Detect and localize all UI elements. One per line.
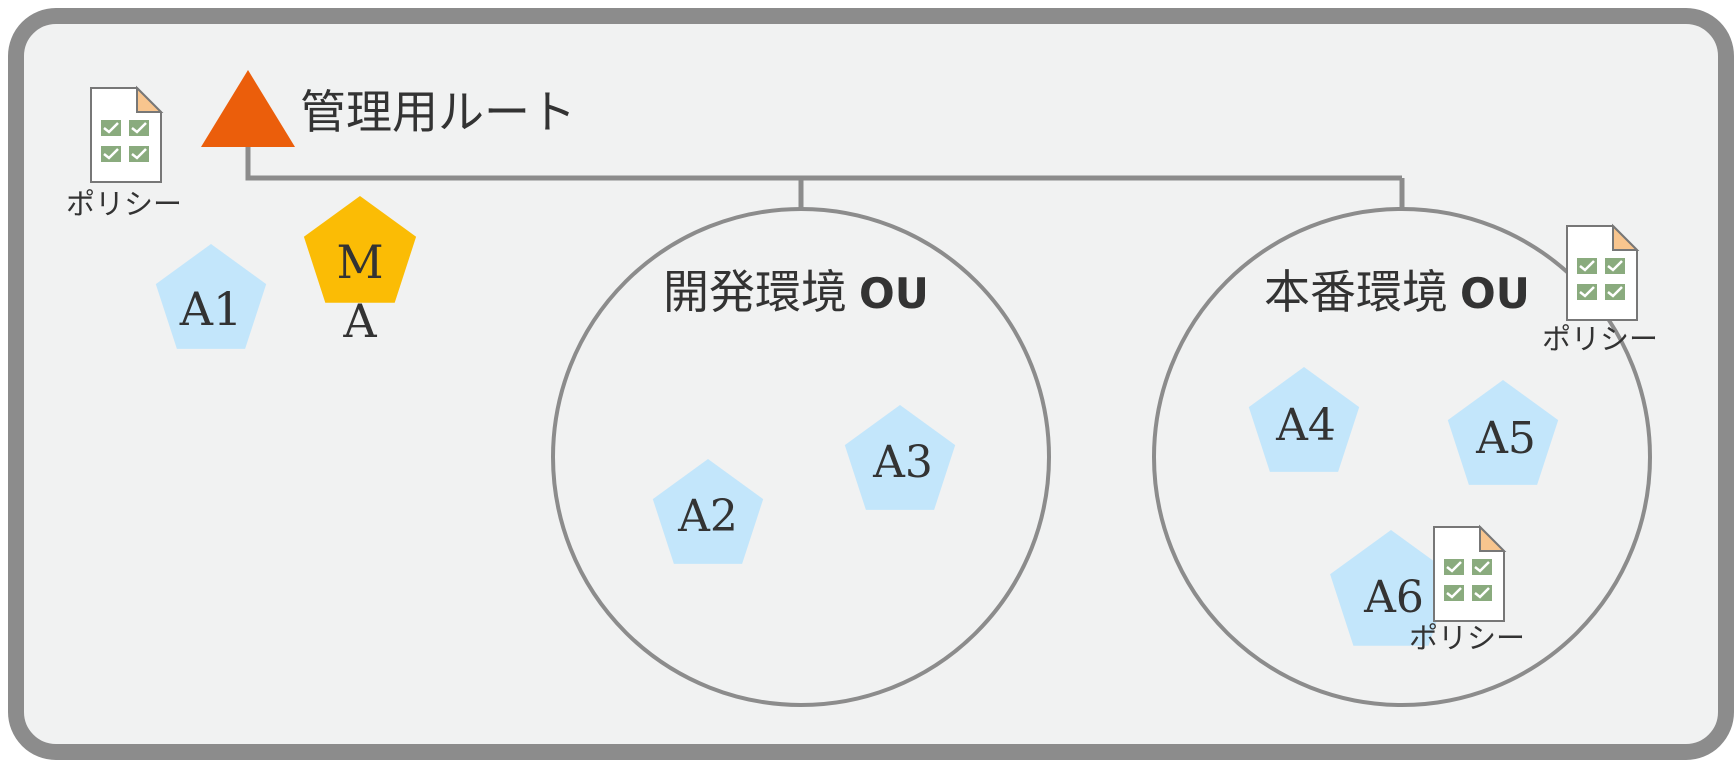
- hierarchy-connectors: [245, 140, 1405, 210]
- prod-ou-name: 本番環境: [1264, 265, 1448, 319]
- account-a4-label: A4: [1275, 400, 1336, 451]
- dev-ou-suffix: OU: [859, 269, 929, 318]
- root-label: 管理用ルート: [300, 85, 576, 139]
- account-a3-label: A3: [872, 437, 933, 488]
- account-a2-icon: [652, 459, 764, 564]
- prod-ou-suffix: OU: [1460, 269, 1530, 318]
- account-a1-label: A1: [179, 282, 243, 336]
- root-triangle-icon: [201, 70, 295, 147]
- account-a1-icon: [155, 244, 267, 349]
- prod-ou-policy-icon: [1565, 224, 1639, 322]
- account-a6-policy-label: ポリシー: [1409, 621, 1525, 655]
- account-a6-icon: [1330, 530, 1452, 646]
- root-connector: [245, 140, 1402, 181]
- management-account-label-a: A: [342, 294, 377, 348]
- account-a5-icon: [1447, 380, 1559, 485]
- account-a3-icon: [844, 405, 956, 510]
- prod-ou-circle: [1152, 207, 1652, 707]
- management-account-label-m: M: [336, 235, 383, 289]
- account-a2-label: A2: [677, 491, 738, 542]
- account-a6-policy-icon: [1432, 525, 1506, 623]
- management-account-icon: [303, 196, 417, 303]
- diagram-frame: [8, 8, 1734, 760]
- account-a6-label: A6: [1363, 572, 1424, 623]
- dev-ou-circle: [551, 207, 1051, 707]
- prod-ou-policy-label: ポリシー: [1542, 322, 1658, 356]
- account-a4-icon: [1248, 367, 1360, 472]
- root-policy-icon: [89, 86, 163, 184]
- dev-ou-name: 開発環境: [663, 265, 847, 319]
- account-a5-label: A5: [1475, 413, 1536, 464]
- root-policy-label: ポリシー: [66, 187, 182, 221]
